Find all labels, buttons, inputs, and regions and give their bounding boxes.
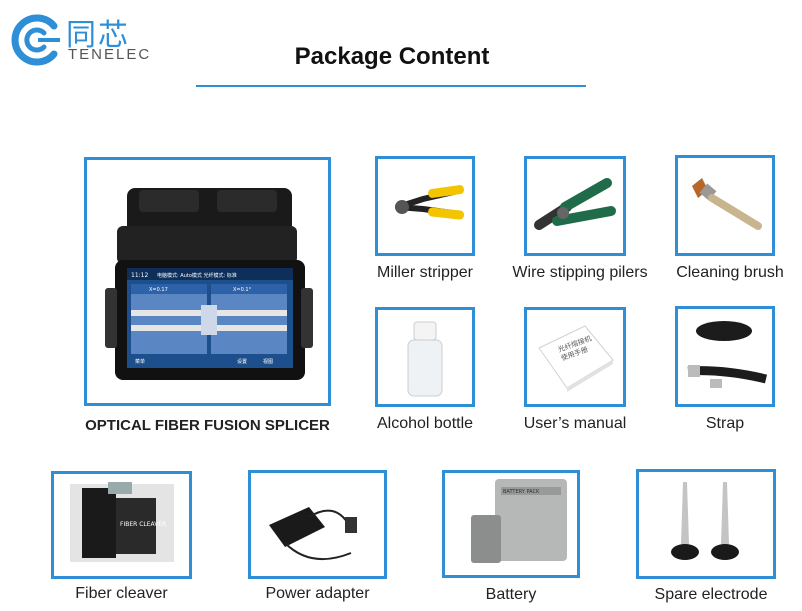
item-card-power-adapter [248,470,387,579]
item-label-wire-stripping-pliers: Wire stipping pilers [512,264,648,281]
wire-stripping-pliers-image [534,178,616,230]
splicer-time: 11:12 [131,272,148,279]
item-card-fusion-splicer: 11:12 电脑模式: Auto模式 光纤模式: 标准 X=0.17 X=0.1… [84,157,331,406]
miller-stripper-image [395,185,465,220]
item-label-fusion-splicer: OPTICAL FIBER FUSION SPLICER [85,417,330,434]
item-card-battery: BATTERY PACK [442,470,580,578]
item-card-spare-electrode [636,469,776,579]
brand-logo [8,12,64,68]
spare-electrode-image [671,482,739,560]
item-card-strap [675,306,775,407]
strap-image [687,321,768,388]
title-divider [196,85,586,87]
splicer-view: 视图 [263,358,273,365]
fiber-cleaver-image: FIBER CLEAVER [70,482,174,562]
item-label-cleaning-brush: Cleaning brush [676,264,784,281]
splicer-header: 电脑模式: Auto模式 光纤模式: 标准 [157,272,237,279]
brand-name-cn: 同芯 [66,18,130,53]
splicer-menu: 菜单 [135,358,145,365]
item-label-spare-electrode: Spare electrode [654,586,768,603]
item-label-miller-stripper: Miller stripper [376,264,473,281]
item-card-users-manual: 光纤熔接机 使用手册 [524,307,626,407]
users-manual-image [538,325,614,392]
item-card-alcohol-bottle [375,307,475,407]
splicer-right-label: X=0.1° [233,287,252,293]
brand-name-en: TENELEC [68,46,152,63]
splicer-left-label: X=0.17 [149,287,168,293]
item-label-alcohol-bottle: Alcohol bottle [376,415,474,432]
fusion-splicer-image: 11:12 电脑模式: Auto模式 光纤模式: 标准 X=0.17 X=0.1… [105,188,313,380]
item-label-strap: Strap [705,415,745,432]
page-title: Package Content [294,43,490,70]
power-adapter-image [269,507,357,560]
item-label-users-manual: User’s manual [523,415,627,432]
battery-image: BATTERY PACK [471,479,567,563]
item-card-cleaning-brush [675,155,775,256]
battery-label: BATTERY PACK [503,489,540,495]
splicer-set: 设置 [237,358,247,365]
item-label-power-adapter: Power adapter [265,585,370,602]
item-card-miller-stripper [375,156,475,256]
cleaning-brush-image [692,178,762,230]
alcohol-bottle-image [407,321,443,397]
item-card-wire-stripping-pliers [524,156,626,256]
item-card-fiber-cleaver: FIBER CLEAVER [51,471,192,579]
item-label-fiber-cleaver: Fiber cleaver [75,585,168,602]
item-label-battery: Battery [485,586,537,603]
cleaver-label: FIBER CLEAVER [120,521,166,528]
